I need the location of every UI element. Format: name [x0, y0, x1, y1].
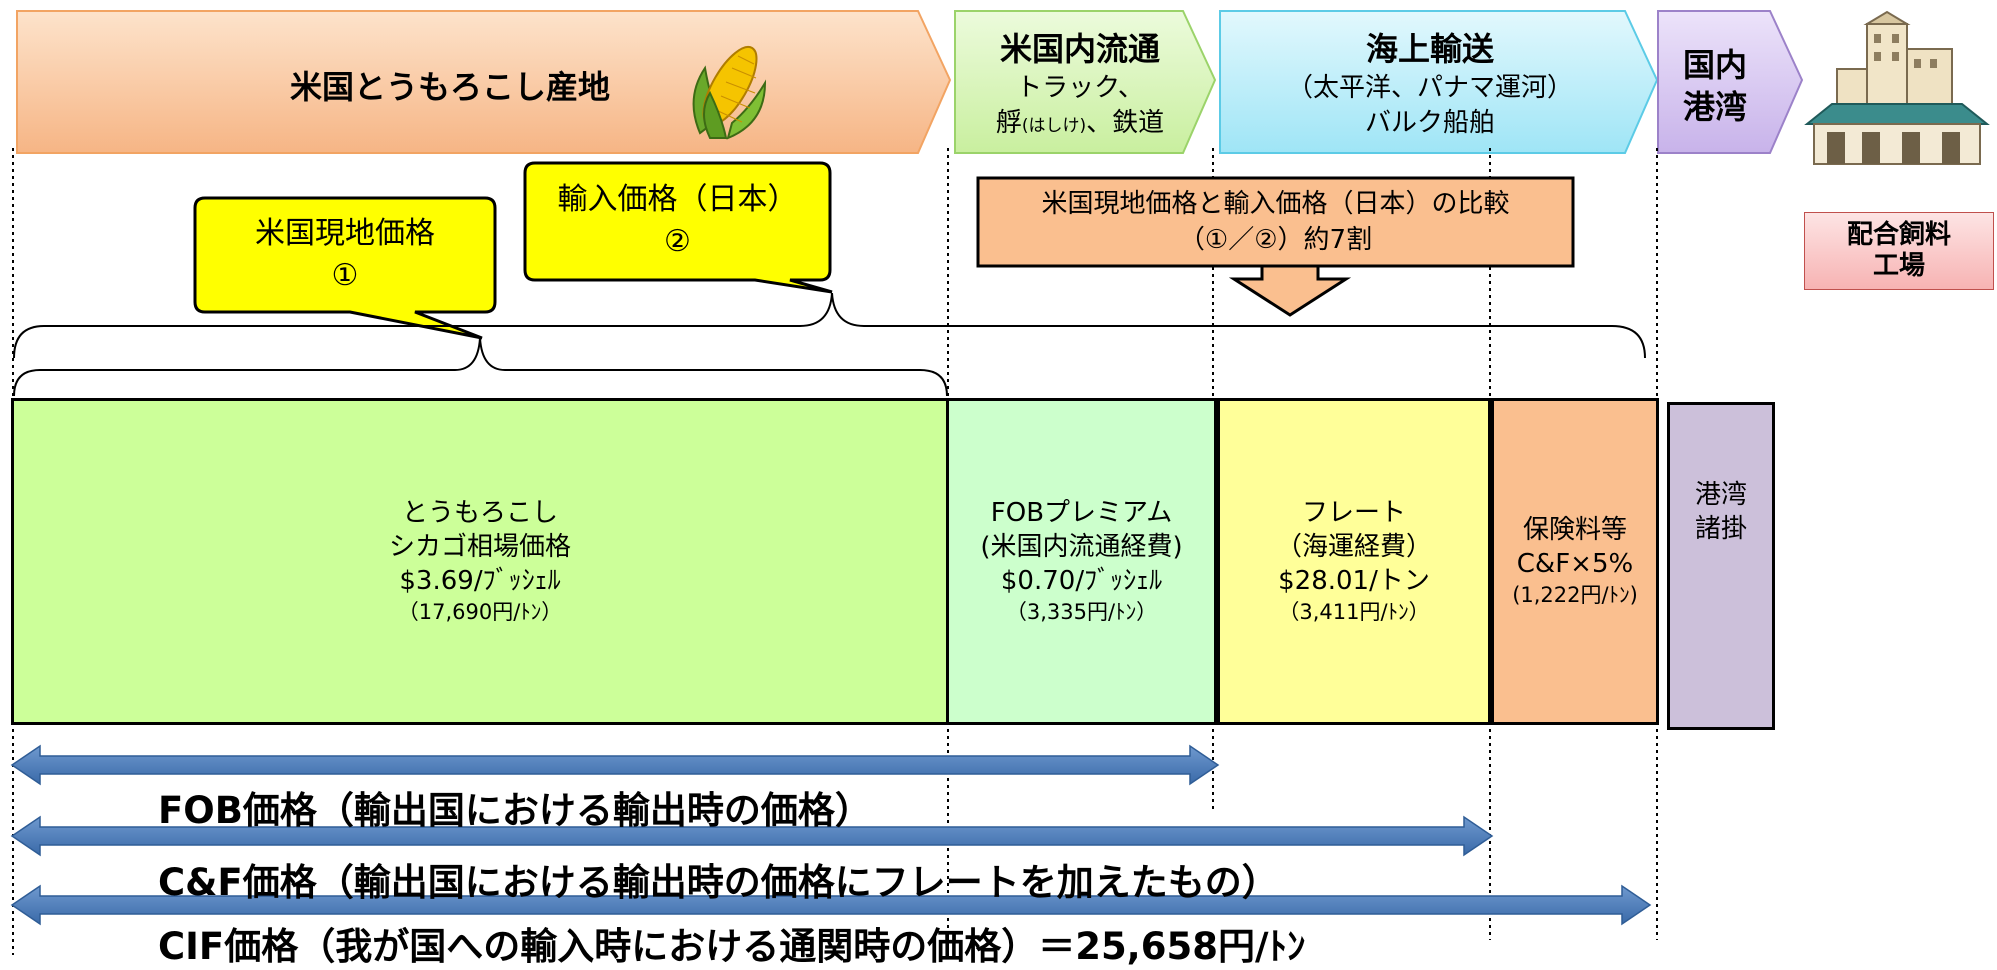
factory-line1: 配合飼料 [1846, 219, 1951, 250]
domestic-chevron [954, 10, 1217, 154]
port-line1: 国内 [1682, 46, 1747, 84]
callout-local-line2: ① [331, 258, 359, 293]
domestic-line1: トラック、 [1016, 73, 1144, 103]
sea-line1: （太平洋、パナマ運河） [1286, 73, 1573, 103]
grain-silo-icon [1804, 10, 1990, 165]
insurance-line3: (1,222円/ﾄﾝ) [1512, 582, 1638, 607]
port-fees-line2: 諸掛 [1694, 513, 1747, 544]
down-arrow-icon [1228, 264, 1352, 317]
insurance-line1: 保険料等 [1522, 515, 1627, 546]
domestic-barge-reading: (はしけ) [1021, 116, 1087, 136]
freight-line2: （海運経費） [1275, 531, 1432, 562]
sea-line2: バルク船舶 [1364, 108, 1495, 138]
cf-range-arrow [10, 815, 1494, 857]
segment-fob-premium: FOBプレミアム (米国内流通経費) $0.70/ﾌﾞｯｼｪﾙ （3,335円/… [946, 398, 1217, 725]
cif-range-arrow [10, 884, 1652, 926]
freight-line3: $28.01/トン [1278, 565, 1430, 596]
segment-insurance: 保険料等 C&F×5% (1,222円/ﾄﾝ) [1491, 398, 1659, 725]
insurance-line2: C&F×5% [1516, 548, 1634, 579]
callout-local-line1: 米国現地価格 [255, 216, 435, 251]
origin-label: 米国とうもろこし産地 [289, 68, 610, 106]
sea-chevron [1219, 10, 1659, 154]
domestic-barge: 艀 [995, 108, 1022, 138]
segment-port-fees: 港湾 諸掛 [1667, 402, 1775, 730]
cf-price-label: C&F価格（輸出国における輸出時の価格にフレートを加えたもの） [158, 861, 1279, 904]
domestic-title: 米国内流通 [999, 30, 1160, 68]
brace-import [13, 292, 1646, 359]
port-line2: 港湾 [1682, 88, 1747, 126]
domestic-line2: 艀(はしけ)、鉄道 [960, 107, 1200, 140]
chicago-line4: （17,690円/ﾄﾝ） [397, 599, 563, 624]
compare-line2: （①／②）約7割 [1178, 225, 1373, 255]
brace-local [13, 337, 948, 397]
chicago-line3: $3.69/ﾌﾞｯｼｪﾙ [399, 565, 561, 596]
callout-import-shape [523, 161, 833, 294]
fob-range-arrow [10, 744, 1220, 786]
chicago-line1: とうもろこし [401, 498, 558, 529]
factory-label: 配合飼料 工場 [1804, 212, 1994, 290]
fob-premium-line2: (米国内流通経費) [980, 531, 1183, 562]
port-chevron [1657, 10, 1804, 154]
domestic-rail: 、鉄道 [1086, 108, 1165, 138]
chicago-line2: シカゴ相場価格 [388, 531, 571, 562]
sea-title: 海上輸送 [1365, 30, 1494, 68]
corn-icon [692, 45, 767, 140]
fob-premium-line4: （3,335円/ﾄﾝ） [1005, 599, 1158, 624]
compare-line1: 米国現地価格と輸入価格（日本）の比較 [1041, 189, 1510, 219]
factory-line2: 工場 [1872, 251, 1925, 281]
freight-line1: フレート [1301, 498, 1406, 529]
segment-chicago-price: とうもろこし シカゴ相場価格 $3.69/ﾌﾞｯｼｪﾙ （17,690円/ﾄﾝ） [11, 398, 949, 725]
callout-import-line1: 輸入価格（日本） [557, 182, 798, 217]
cif-price-label: CIF価格（我が国への輸入時における通関時の価格）＝25,658円/ﾄﾝ [158, 925, 1306, 968]
compare-box [976, 176, 1575, 268]
callout-import-line2: ② [664, 224, 691, 259]
port-fees-line1: 港湾 [1694, 480, 1747, 510]
fob-price-label: FOB価格（輸出国における輸出時の価格） [158, 789, 872, 832]
segment-freight: フレート （海運経費） $28.01/トン （3,411円/ﾄﾝ） [1217, 398, 1491, 725]
freight-line4: （3,411円/ﾄﾝ） [1278, 599, 1430, 624]
fob-premium-line1: FOBプレミアム [990, 498, 1173, 529]
fob-premium-line3: $0.70/ﾌﾞｯｼｪﾙ [1000, 565, 1163, 596]
